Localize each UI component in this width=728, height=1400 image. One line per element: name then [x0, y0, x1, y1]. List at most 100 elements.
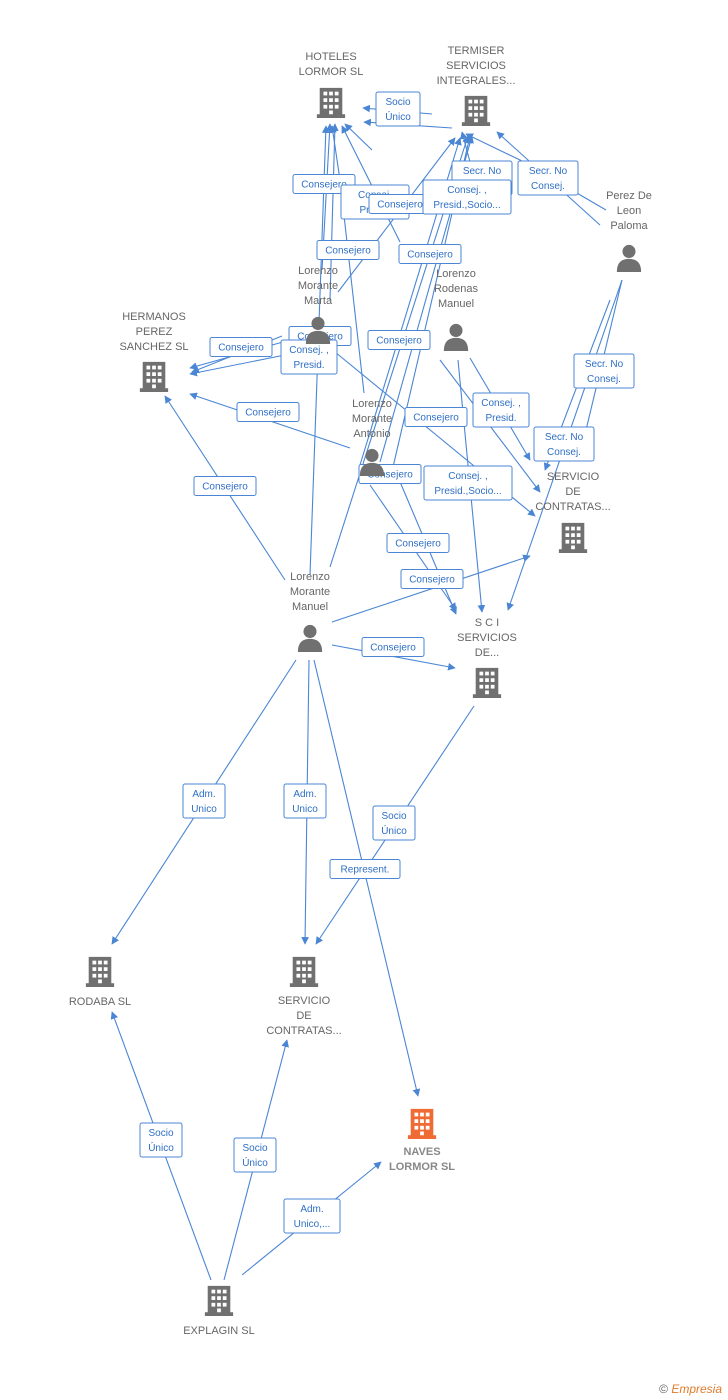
building-icon — [558, 522, 588, 553]
edge-label-text: Consejero — [377, 200, 423, 211]
node-label: EXPLAGIN SL — [183, 1325, 255, 1337]
edge-label-e-consejero-manuel-hermanos[interactable]: Consejero — [193, 476, 257, 496]
edge-label-text: Único — [242, 1156, 268, 1169]
edge-label-e-adm-unico-rodaba[interactable]: Adm.Unico — [182, 783, 226, 819]
edge-label-text: Consej. , — [447, 185, 486, 196]
edge-label-text: Consejero — [367, 470, 413, 481]
node-label: Paloma — [610, 220, 648, 232]
node-label: Marta — [304, 295, 333, 307]
node-label: DE — [565, 486, 580, 498]
edge-label-text: Consejero — [325, 246, 371, 257]
edge-label-e-consejero-manuel-sci[interactable]: Consejero — [361, 637, 425, 657]
person-icon — [616, 244, 642, 272]
node-label: INTEGRALES... — [437, 75, 516, 87]
edge-label-e-consejero-sci-a[interactable]: Consejero — [386, 533, 450, 553]
edge-label-e-consej-presid-socio-servicio[interactable]: Consej. ,Presid.,Socio... — [423, 465, 513, 501]
edge-label-box — [329, 859, 401, 879]
edge-label-e-consejero-marta-hoteles[interactable]: Consejero — [316, 240, 380, 260]
edge-label-text: Represent. — [341, 865, 390, 876]
edge-label-e-represent[interactable]: Represent. — [329, 859, 401, 879]
edge-label-box — [316, 240, 380, 260]
edge-label-e-consejero-sci-b[interactable]: Consejero — [400, 569, 464, 589]
edge-label-text: Socio — [148, 1128, 173, 1139]
edge-label-text: Único — [385, 110, 411, 123]
edge-label-text: Consejero — [395, 539, 441, 550]
node-label: Leon — [617, 205, 641, 217]
node-sci[interactable]: S C ISERVICIOSDE... — [457, 617, 517, 698]
node-servicio2[interactable]: SERVICIODECONTRATAS... — [266, 956, 342, 1037]
edge-label-e-adm-unico-explagin-naves[interactable]: Adm.Unico,... — [283, 1198, 341, 1234]
edge-label-text: Secr. No — [529, 166, 568, 177]
edge-label-e-consejero-rodenas-a[interactable]: Consejero — [367, 330, 431, 350]
edge-label-e-consejero-rodenas-termiser[interactable]: Consejero — [398, 244, 462, 264]
edge-label-text: Consej. — [587, 374, 621, 385]
edge-label-e-adm-unico-servicio2[interactable]: Adm.Unico — [283, 783, 327, 819]
node-label: CONTRATAS... — [266, 1025, 341, 1037]
building-icon — [407, 1108, 437, 1139]
edge-label-box — [283, 783, 327, 819]
edge-label-text: Consej. — [531, 181, 565, 192]
edge-label-text: Consejero — [376, 336, 422, 347]
edge-label-box — [182, 783, 226, 819]
building-icon — [85, 956, 115, 987]
edge-label-e-consejero-termiser-a[interactable]: Consejero — [368, 194, 432, 214]
building-icon — [316, 87, 346, 118]
edge-label-e-consejero-servicio-a[interactable]: Consejero — [404, 407, 468, 427]
copyright-symbol: © — [659, 1382, 668, 1396]
edge-label-text: Socio — [381, 811, 406, 822]
edge-label-box — [367, 330, 431, 350]
edge-label-box — [139, 1122, 183, 1158]
node-explagin[interactable]: EXPLAGIN SL — [183, 1285, 255, 1337]
node-label: Manuel — [292, 601, 328, 613]
building-icon — [139, 361, 169, 392]
edge-label-text: Adm. — [293, 789, 316, 800]
edge-label-e-consej-presid-hermanos[interactable]: Consej. ,Presid. — [280, 339, 338, 375]
node-label: LORMOR SL — [299, 66, 364, 78]
node-label: DE... — [475, 647, 499, 659]
edge-label-text: Secr. No — [545, 432, 584, 443]
edge-label-text: Único — [148, 1141, 174, 1154]
node-servicio1[interactable]: SERVICIODECONTRATAS... — [535, 471, 611, 553]
edge-label-e-consejero-hermanos-a[interactable]: Consejero — [209, 337, 273, 357]
edge-label-text: Socio — [385, 97, 410, 108]
edge-label-box — [398, 244, 462, 264]
edge-label-box — [361, 637, 425, 657]
edge-label-box — [423, 465, 513, 501]
edge-connector — [329, 123, 339, 301]
edge-label-e-consejero-hoteles[interactable]: Consejero — [292, 174, 356, 194]
node-label: Lorenzo — [352, 398, 392, 410]
edge-label-box — [292, 174, 356, 194]
edge-label-box — [375, 91, 421, 127]
edge-label-e-consej-presid-socio-termiser[interactable]: Consej. ,Presid.,Socio... — [422, 179, 512, 215]
node-label: RODABA SL — [69, 996, 131, 1008]
edge-label-text: Consej. , — [448, 471, 487, 482]
node-label: Manuel — [438, 298, 474, 310]
node-label: Morante — [298, 280, 338, 292]
node-label: Morante — [352, 413, 392, 425]
edge-label-e-consejero-antonio-hermanos[interactable]: Consejero — [236, 402, 300, 422]
edge-label-e-consej-presid-servicio[interactable]: Consej. ,Presid. — [472, 392, 530, 428]
edge-label-e-secr-no-consej-termiser-b[interactable]: Secr. No Consej. — [517, 160, 579, 196]
node-termiser[interactable]: TERMISERSERVICIOSINTEGRALES... — [437, 45, 516, 126]
node-label: CONTRATAS... — [535, 501, 610, 513]
node-label: Perez De — [606, 190, 652, 202]
edge-label-box — [533, 426, 595, 462]
node-label: SERVICIOS — [446, 60, 506, 72]
node-rodaba[interactable]: RODABA SL — [69, 956, 131, 1008]
building-icon — [461, 95, 491, 126]
